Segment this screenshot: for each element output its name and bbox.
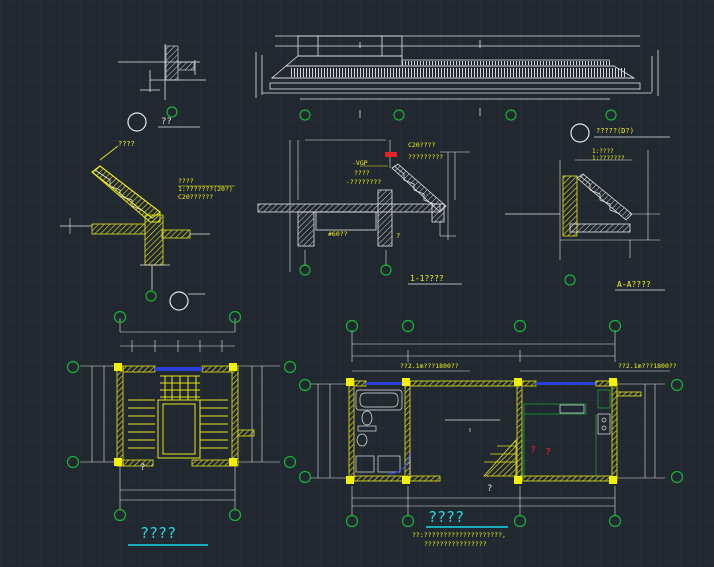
axis-bubble bbox=[564, 274, 576, 286]
room-q1-label: ? bbox=[530, 445, 536, 456]
roof-note: ???? bbox=[118, 140, 135, 148]
axis-bubble bbox=[513, 514, 527, 528]
mid-c20-label: C20???? bbox=[408, 141, 435, 149]
roof-spec-1: ???? bbox=[178, 177, 194, 185]
section-a-a bbox=[505, 150, 660, 260]
section-1-1-title: 1-1???? bbox=[410, 274, 444, 283]
axis-bubble bbox=[670, 470, 684, 484]
section-1-1 bbox=[257, 139, 470, 272]
axis-bubble bbox=[380, 264, 392, 276]
detail-top-left-label: ?? bbox=[161, 117, 172, 127]
axis-bubble bbox=[401, 319, 415, 333]
axis-bubble bbox=[345, 514, 359, 528]
axis-bubble bbox=[670, 378, 684, 392]
washbasin bbox=[356, 433, 368, 447]
axis-bubble bbox=[345, 319, 359, 333]
floor-plan-fixtures bbox=[355, 389, 611, 476]
right-spec-1: 1:???? bbox=[592, 148, 614, 155]
axis-bubble bbox=[298, 470, 312, 484]
roof-elevation-axes bbox=[299, 109, 617, 121]
section-a-a-title: A-A???? bbox=[617, 280, 651, 289]
axis-bubble bbox=[283, 455, 297, 469]
floor-plan-axes bbox=[298, 319, 684, 528]
axis-bubble bbox=[513, 319, 527, 333]
mid-vgp-1: -VGP bbox=[352, 159, 368, 167]
parapet-cap bbox=[177, 61, 195, 71]
roof-spec-3: C20?????? bbox=[178, 193, 213, 201]
roof-elevation bbox=[255, 35, 659, 118]
axis-bubble bbox=[608, 319, 622, 333]
stair-plan-axes bbox=[66, 310, 297, 522]
interior-stair bbox=[483, 438, 517, 477]
plan-q-label: ? bbox=[487, 484, 492, 494]
bottom-left-title: ???? bbox=[140, 524, 176, 542]
detail-right-label: ?????(D?) bbox=[596, 127, 634, 135]
stair-plan-walls bbox=[114, 363, 255, 467]
stair-plan-dimensions bbox=[80, 318, 280, 510]
detail-index-circle bbox=[169, 291, 189, 311]
axis-bubble bbox=[66, 360, 80, 374]
floor-plan-walls bbox=[346, 378, 642, 484]
parapet-hatch bbox=[165, 45, 179, 81]
roof-elevation-upper-balusters bbox=[402, 61, 612, 65]
axis-bubble bbox=[401, 514, 415, 528]
toilet bbox=[361, 410, 373, 426]
stair-q-label: ? bbox=[140, 463, 145, 473]
mid-note-1: ????????? bbox=[408, 153, 443, 161]
axis-bubble bbox=[299, 109, 311, 121]
eave-detail bbox=[60, 145, 235, 290]
axis-bubble bbox=[113, 508, 127, 522]
axis-bubble bbox=[228, 310, 242, 324]
right-spec-2: 1:??????? bbox=[592, 155, 625, 162]
plan-note-right: ??2.1m???1800?? bbox=[618, 362, 677, 370]
roof-spec-2: 1:???????(20?) bbox=[178, 185, 233, 193]
floor-plan-dimensions bbox=[310, 330, 670, 515]
roof-elevation-balusters bbox=[290, 68, 626, 77]
bathtub bbox=[355, 389, 403, 411]
axis-bubble bbox=[505, 109, 517, 121]
axis-bubble bbox=[283, 360, 297, 374]
axis-bubble bbox=[605, 109, 617, 121]
axis-bubble bbox=[66, 455, 80, 469]
axis-bubble bbox=[608, 514, 622, 528]
axis-bubble bbox=[166, 106, 178, 118]
axis-bubble bbox=[298, 378, 312, 392]
room-q2-label: ? bbox=[545, 447, 551, 458]
axis-bubble bbox=[113, 310, 127, 324]
bottom-right-note-1: ??:????????????????????, bbox=[412, 531, 506, 539]
kitchen-counter bbox=[523, 403, 587, 415]
detail-index-circle bbox=[570, 123, 590, 143]
mid-vgp-2: ???? bbox=[354, 169, 370, 177]
plan-note-left: ??2.1m???1800?? bbox=[400, 362, 459, 370]
mid-vgp-3: -???????? bbox=[346, 178, 381, 186]
mid-q-label: ? bbox=[396, 232, 400, 240]
stair-treads bbox=[128, 375, 228, 459]
axis-bubble bbox=[228, 508, 242, 522]
bottom-right-title: ???? bbox=[428, 508, 464, 526]
axis-bubble bbox=[145, 290, 157, 302]
bottom-right-note-2: ???????????????? bbox=[424, 540, 487, 548]
mid-bottom-label: #60?? bbox=[328, 230, 348, 238]
axis-bubble bbox=[299, 264, 311, 276]
detail-index-circle bbox=[127, 112, 147, 132]
axis-bubble bbox=[393, 109, 405, 121]
